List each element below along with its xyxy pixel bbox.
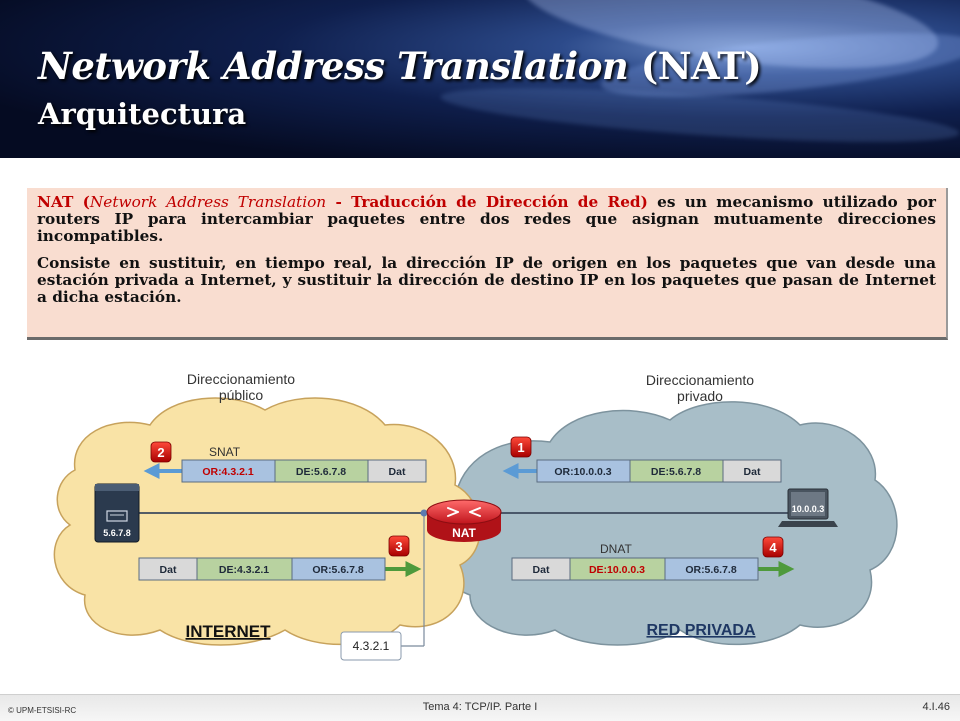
public-addressing-label-line2: público (219, 387, 264, 403)
private-addressing-label-line1: Direccionamiento (646, 372, 754, 388)
snat-label: SNAT (209, 445, 241, 459)
step-badge-1: 1 (510, 436, 532, 458)
private-network-label: RED PRIVADA (646, 622, 755, 639)
server-ip-label: 5.6.7.8 (103, 528, 131, 538)
server-icon (94, 483, 140, 543)
router-ip-label: 4.3.2.1 (353, 639, 390, 653)
nat-acronym: NAT (37, 193, 74, 211)
packet2-or-text: OR:4.3.2.1 (202, 466, 254, 478)
packet3-or-field (291, 557, 386, 581)
internet-label: INTERNET (186, 622, 272, 641)
packet2-dat-text: Dat (389, 466, 406, 478)
slide-footer: © UPM-ETSISI-RC Tema 4: TCP/IP. Parte I … (0, 694, 960, 721)
footer-slide-number: 4.I.46 (922, 701, 950, 713)
packet4-de-text: DE:10.0.0.3 (589, 564, 645, 576)
intro-paragraph-1-rest: es un mecanismo utilizado por routers IP… (37, 193, 936, 245)
step-badge-4: 4 (762, 536, 784, 558)
packet3-de-text: DE:4.3.2.1 (219, 564, 269, 576)
packet4-dat-text: Dat (533, 564, 550, 576)
packet-step1: OR:10.0.0.3 DE:5.6.7.8 Dat (536, 459, 782, 483)
packet1-dat-field (722, 459, 782, 483)
dnat-label: DNAT (600, 542, 632, 556)
packet1-de-text: DE:5.6.7.8 (651, 466, 701, 478)
slide-title: Network Address Translation (NAT) (38, 44, 762, 88)
router-icon (426, 499, 502, 542)
private-addressing-label-line2: privado (677, 388, 723, 404)
host-ip-label: 10.0.0.3 (792, 504, 825, 514)
nat-term-wrapper: Network Address Translation (90, 193, 326, 211)
nat-architecture-diagram: Direccionamiento público Direccionamient… (53, 371, 898, 661)
packet4-or-field (664, 557, 759, 581)
router-ip-box (340, 631, 402, 661)
nat-translation: - Traducción de Dirección de Red) (326, 193, 648, 211)
packet-step2: OR:4.3.2.1 DE:5.6.7.8 Dat (181, 459, 427, 483)
nat-term: Network Address Translation (89, 193, 327, 211)
title-italic: Network Address Translation (38, 44, 629, 88)
intro-box: NAT (Network Address Translation - Tradu… (27, 188, 948, 340)
packet2-de-text: DE:5.6.7.8 (296, 466, 346, 478)
public-addressing-label-line1: Direccionamiento (187, 371, 295, 387)
packet1-or-text: OR:10.0.0.3 (554, 466, 611, 478)
packet2-dat-field (367, 459, 427, 483)
footer-topic: Tema 4: TCP/IP. Parte I (422, 701, 538, 713)
title-plain: (NAT) (628, 44, 762, 88)
nat-open-paren: ( (73, 193, 90, 211)
intro-paragraph-2: Consiste en sustituir, en tiempo real, l… (37, 254, 936, 306)
step-badge-3: 3 (388, 535, 410, 557)
slide-header: Network Address Translation (NAT) Arquit… (0, 0, 960, 158)
step-badge-1-text: 1 (517, 440, 524, 455)
step-badge-3-text: 3 (395, 539, 402, 554)
step-badge-4-text: 4 (769, 540, 777, 555)
step-badge-2: 2 (150, 441, 172, 463)
router-interface-dot (420, 509, 428, 517)
step-badge-2-text: 2 (157, 445, 164, 460)
packet-step4: Dat DE:10.0.0.3 OR:5.6.7.8 (511, 557, 759, 581)
packet3-or-text: OR:5.6.7.8 (312, 564, 364, 576)
packet1-dat-text: Dat (744, 466, 761, 478)
intro-paragraph-1: NAT (Network Address Translation - Tradu… (37, 194, 936, 245)
slide-subtitle: Arquitectura (38, 97, 247, 131)
router-label: NAT (452, 526, 476, 540)
packet3-dat-text: Dat (160, 564, 177, 576)
packet-step3: Dat DE:4.3.2.1 OR:5.6.7.8 (138, 557, 386, 581)
laptop-icon (778, 488, 838, 527)
packet4-or-text: OR:5.6.7.8 (685, 564, 737, 576)
footer-copyright: © UPM-ETSISI-RC (8, 706, 77, 715)
